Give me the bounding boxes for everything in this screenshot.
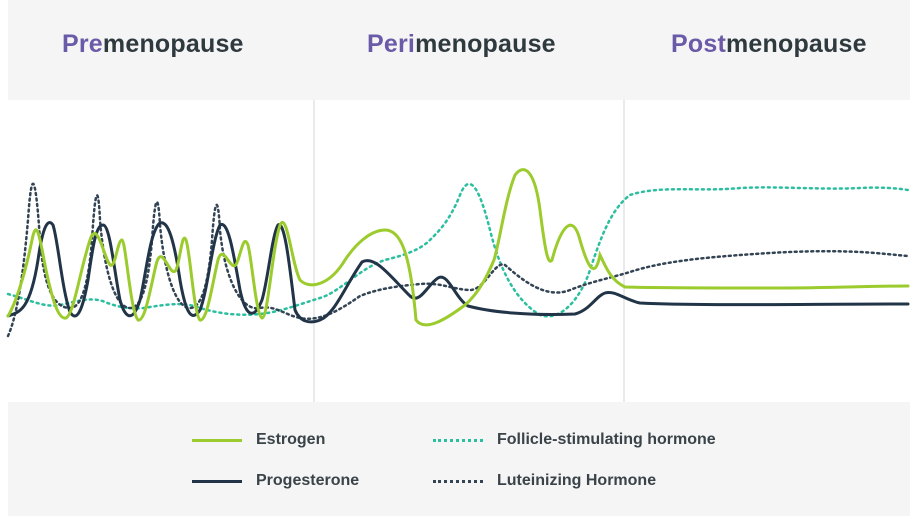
legend-label: Follicle-stimulating hormone — [497, 431, 716, 448]
phase-accent: Peri — [367, 30, 416, 58]
estrogen-swatch — [192, 438, 242, 442]
phase-title-postmenopause: Postmenopause — [671, 30, 867, 59]
plot-area — [8, 100, 910, 402]
legend-label: Estrogen — [256, 431, 326, 448]
phase-rest: menopause — [102, 30, 244, 58]
lh-curve — [6, 182, 910, 338]
legend-label: Progesterone — [256, 472, 360, 489]
legend-item-estrogen: Estrogen — [192, 431, 325, 449]
fsh-curve — [6, 182, 910, 318]
phase-rest: menopause — [415, 30, 556, 58]
legend-item-lh: Luteinizing Hormone — [433, 472, 656, 490]
hormone-curves — [6, 100, 910, 402]
lh-swatch — [433, 479, 483, 483]
legend-label: Luteinizing Hormone — [497, 472, 657, 489]
legend-item-fsh: Follicle-stimulating hormone — [433, 431, 716, 449]
progesterone-swatch — [192, 479, 242, 483]
estrogen-curve — [6, 168, 910, 327]
phase-title-premenopause: Premenopause — [62, 30, 244, 59]
legend — [8, 402, 910, 516]
phase-accent: Post — [671, 30, 726, 58]
phase-title-perimenopause: Perimenopause — [367, 30, 556, 59]
phase-header — [8, 0, 910, 100]
phase-accent: Pre — [62, 30, 103, 58]
legend-item-progesterone: Progesterone — [192, 472, 359, 490]
phase-rest: menopause — [725, 30, 867, 58]
progesterone-curve — [6, 221, 910, 324]
fsh-swatch — [433, 438, 483, 442]
